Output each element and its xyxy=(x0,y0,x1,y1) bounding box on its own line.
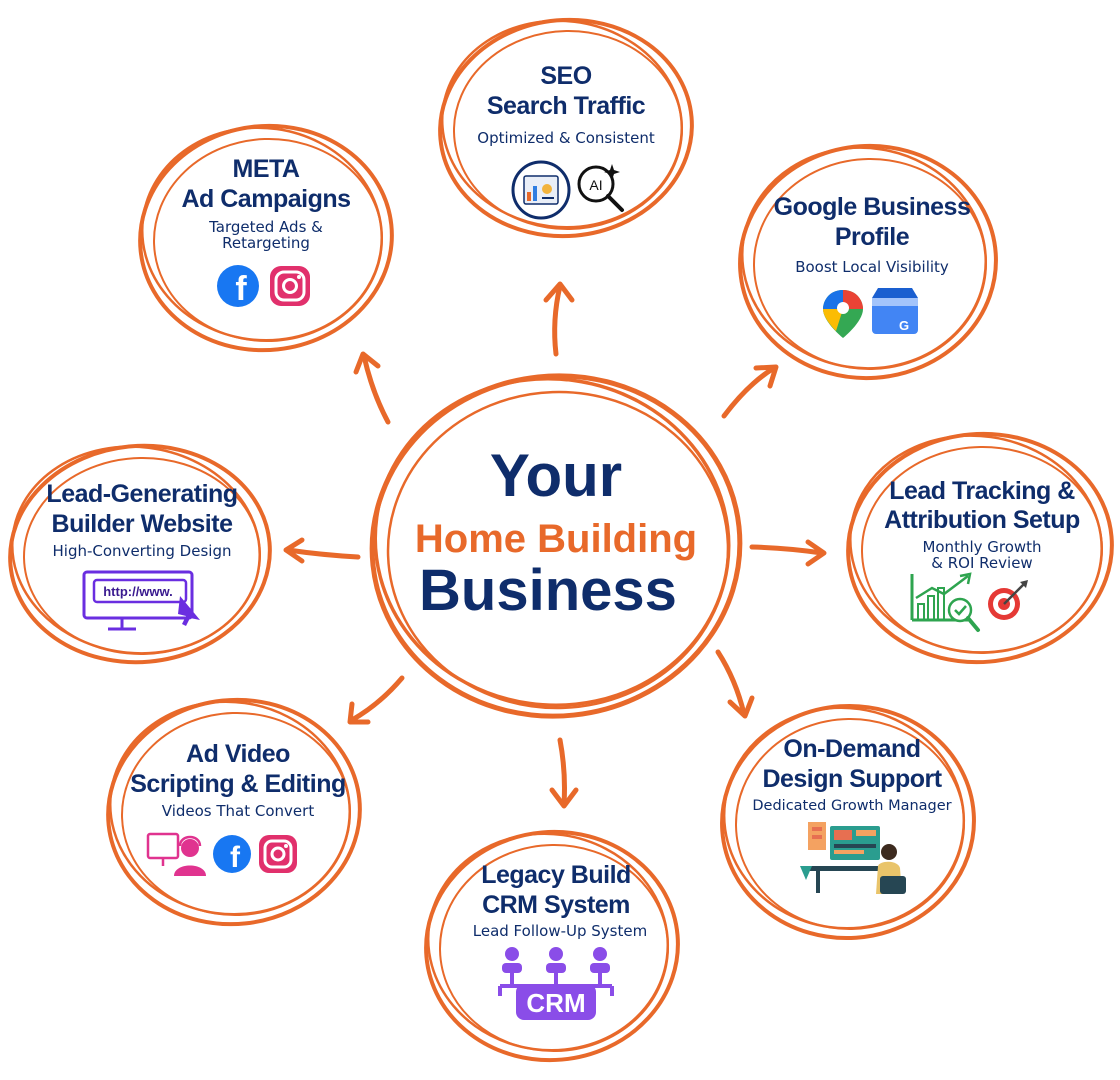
facebook-icon: f xyxy=(217,265,259,308)
video-title-1: Ad Video xyxy=(186,740,290,768)
node-meta: META Ad Campaigns Targeted Ads & Retarge… xyxy=(138,123,394,353)
seo-subtitle: Optimized & Consistent xyxy=(477,129,655,147)
arrow-to-video xyxy=(347,675,405,725)
growth-chart-icon xyxy=(910,572,980,632)
arrows xyxy=(283,281,827,809)
arrow-to-meta xyxy=(353,351,391,425)
design-title-1: On-Demand xyxy=(783,735,920,763)
google-maps-icon xyxy=(823,290,863,338)
tracking-title-2: Attribution Setup xyxy=(884,506,1080,534)
facebook-icon: f xyxy=(213,835,251,874)
svg-text:AI: AI xyxy=(589,177,602,193)
svg-text:G: G xyxy=(899,318,909,333)
arrow-to-tracking xyxy=(749,539,827,567)
meta-subtitle-2: Retargeting xyxy=(222,234,310,252)
center-line-2: Home Building xyxy=(415,517,697,561)
arrow-to-design xyxy=(715,649,755,719)
arrow-to-crm xyxy=(549,737,579,809)
crm-title-2: CRM System xyxy=(482,891,630,919)
website-url-text: http://www. xyxy=(103,584,173,599)
google-subtitle: Boost Local Visibility xyxy=(795,258,949,276)
node-google: Google Business Profile Boost Local Visi… xyxy=(738,143,998,381)
center-line-3: Business xyxy=(419,558,677,623)
target-icon xyxy=(988,580,1028,620)
tracking-subtitle-2: & ROI Review xyxy=(931,554,1032,572)
meta-subtitle-1: Targeted Ads & xyxy=(208,218,323,236)
node-seo: SEO Search Traffic Optimized & Consisten… xyxy=(438,17,694,239)
designer-workstation-icon xyxy=(800,822,906,894)
crm-network-icon xyxy=(498,947,614,1020)
arrow-to-seo xyxy=(543,281,575,357)
center-node: Your Home Building Business xyxy=(369,373,743,719)
node-website: Lead-Generating Builder Website High-Con… xyxy=(8,443,272,665)
website-title-2: Builder Website xyxy=(52,510,234,538)
website-monitor-icon xyxy=(82,570,200,631)
node-video: Ad Video Scripting & Editing Videos That… xyxy=(106,697,362,927)
meta-title-1: META xyxy=(233,155,300,183)
node-design: On-Demand Design Support Dedicated Growt… xyxy=(720,703,976,941)
arrow-to-google xyxy=(721,364,779,419)
crm-title-1: Legacy Build xyxy=(481,861,631,889)
seo-title-2: Search Traffic xyxy=(487,92,646,120)
node-tracking: Lead Tracking & Attribution Setup Monthl… xyxy=(846,431,1114,665)
meta-title-2: Ad Campaigns xyxy=(181,185,350,213)
instagram-icon xyxy=(270,266,310,306)
website-subtitle: High-Converting Design xyxy=(53,542,232,560)
center-line-1: Your xyxy=(490,442,622,509)
ai-search-icon: AI xyxy=(577,164,624,212)
video-subtitle: Videos That Convert xyxy=(162,802,315,820)
svg-text:f: f xyxy=(230,841,241,874)
crm-badge-text: CRM xyxy=(526,988,585,1018)
node-crm: Legacy Build CRM System Lead Follow-Up S… xyxy=(424,829,680,1063)
website-title-1: Lead-Generating xyxy=(46,480,237,508)
instagram-icon xyxy=(259,835,297,873)
google-title-1: Google Business xyxy=(774,193,971,221)
svg-text:f: f xyxy=(235,270,247,308)
video-title-2: Scripting & Editing xyxy=(130,770,346,798)
google-title-2: Profile xyxy=(835,223,910,251)
design-title-2: Design Support xyxy=(762,765,942,793)
seo-title-1: SEO xyxy=(540,62,591,90)
tracking-title-1: Lead Tracking & xyxy=(889,477,1075,505)
analytics-dashboard-icon xyxy=(511,160,571,220)
google-business-icon: G xyxy=(872,288,918,334)
design-subtitle: Dedicated Growth Manager xyxy=(752,798,951,814)
tracking-subtitle-1: Monthly Growth xyxy=(922,538,1041,556)
arrow-to-website xyxy=(283,537,361,564)
video-support-icon xyxy=(146,832,206,876)
crm-subtitle: Lead Follow-Up System xyxy=(473,922,647,940)
